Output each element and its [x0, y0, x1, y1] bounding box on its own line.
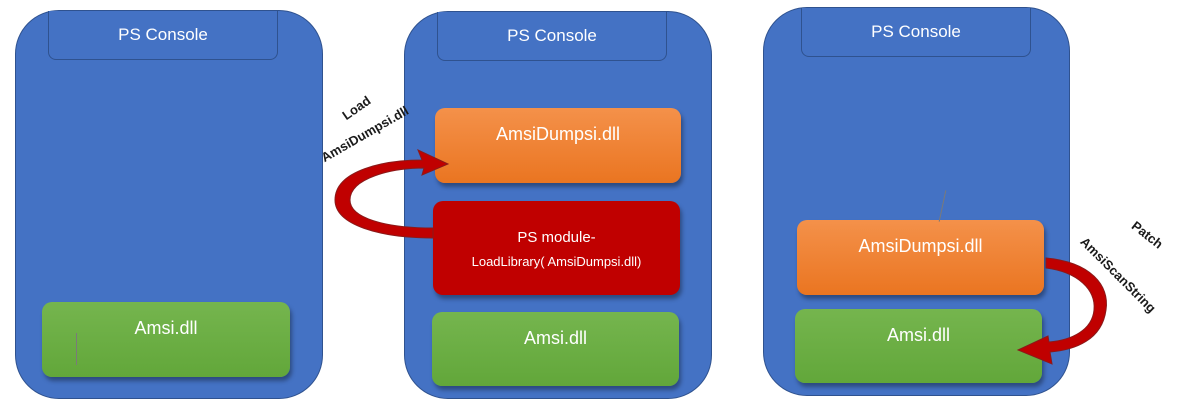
ps-console-header-2: PS Console [437, 12, 667, 61]
amsi-dll-box-1: Amsi.dll [42, 302, 290, 377]
amsi-dll-label: Amsi.dll [523, 328, 587, 348]
amsi-dll-label: Amsi.dll [886, 325, 950, 345]
patch-arrow [1016, 257, 1107, 365]
ps-module-label: PS module- [517, 229, 596, 246]
amsi-dll-box-3: Amsi.dll [795, 309, 1042, 383]
amsidumpsi-dll-box-3: AmsiDumpsi.dll [797, 220, 1044, 295]
loadlibrary-label: LoadLibrary( AmsiDumpsi.dll) [471, 254, 642, 269]
ps-console-header-3: PS Console [801, 8, 1031, 57]
amsi-dll-box-2: Amsi.dll [432, 312, 679, 386]
amsidumpsi-dll-label: AmsiDumpsi.dll [858, 236, 983, 256]
load-arrow [334, 149, 450, 239]
amsidumpsi-dll-label: AmsiDumpsi.dll [495, 124, 621, 144]
amsidumpsi-dll-box-2: AmsiDumpsi.dll [435, 108, 681, 183]
amsi-dll-label: Amsi.dll [134, 318, 198, 338]
ps-console-header-1: PS Console [48, 11, 278, 60]
ps-module-loadlibrary-box: PS module- LoadLibrary( AmsiDumpsi.dll) [433, 201, 680, 295]
text-cursor [76, 333, 77, 365]
